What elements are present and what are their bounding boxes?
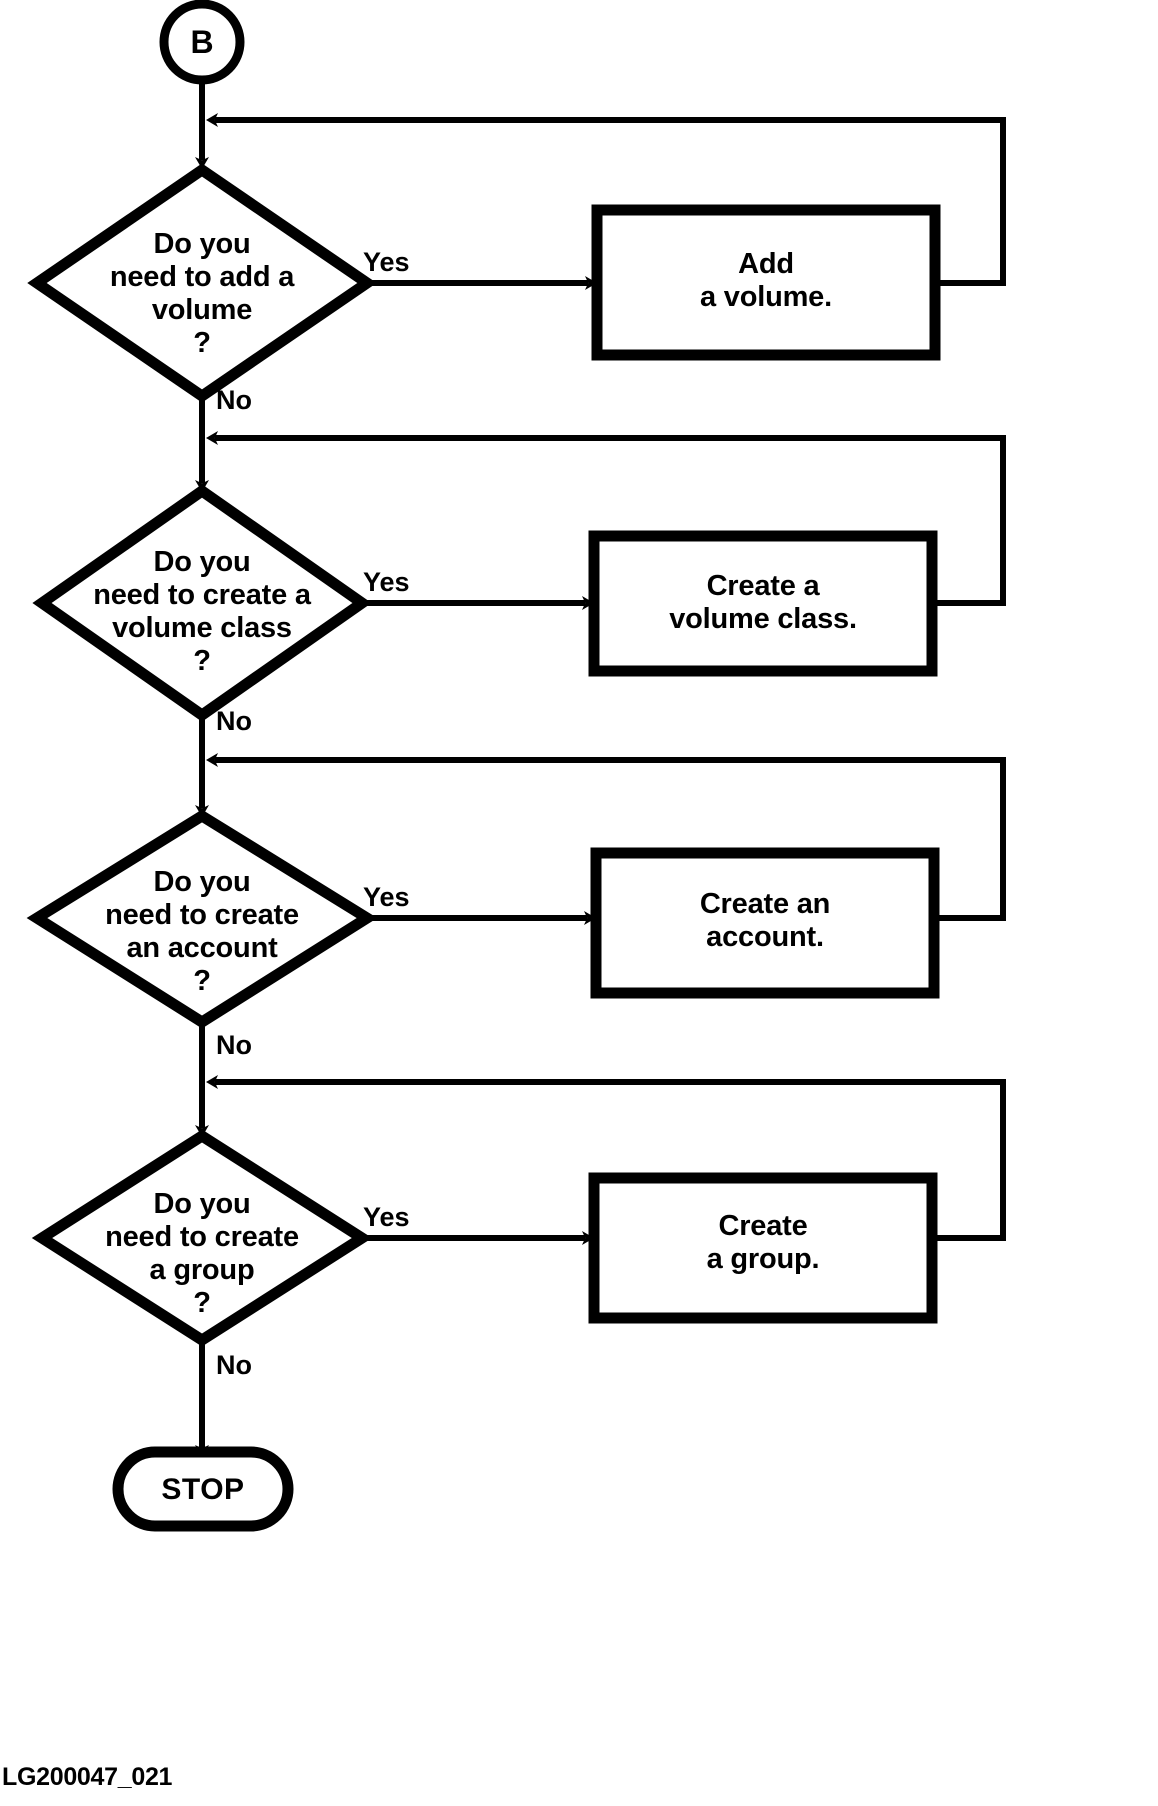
edge-label-yes-3: Yes <box>363 882 410 912</box>
edge-label-no-4: No <box>216 1350 252 1380</box>
edge-loopback-3 <box>206 753 1006 921</box>
edge-label-no-3: No <box>216 1030 252 1060</box>
edge-loopback-1 <box>206 113 1006 286</box>
terminator-stop-shape <box>112 1446 294 1532</box>
figure-caption: LG200047_021 <box>2 1763 173 1791</box>
edge-label-yes-4: Yes <box>363 1202 410 1232</box>
decision-3-shape <box>26 809 378 1029</box>
edge-loopback-2 <box>206 431 1006 606</box>
edge-label-yes-1: Yes <box>363 247 410 277</box>
process-1-shape <box>591 204 941 361</box>
edge-label-yes-2: Yes <box>363 567 410 597</box>
process-3-shape <box>590 847 940 999</box>
decision-1-shape <box>27 163 377 403</box>
edge-loopback-4 <box>206 1075 1006 1241</box>
connector-b-shape <box>159 0 245 85</box>
decision-4-shape <box>31 1129 373 1347</box>
process-4-shape <box>588 1172 938 1324</box>
process-2-shape <box>588 530 938 677</box>
decision-2-shape <box>32 484 372 722</box>
edge-label-no-1: No <box>216 385 252 415</box>
edge-label-no-2: No <box>216 706 252 736</box>
